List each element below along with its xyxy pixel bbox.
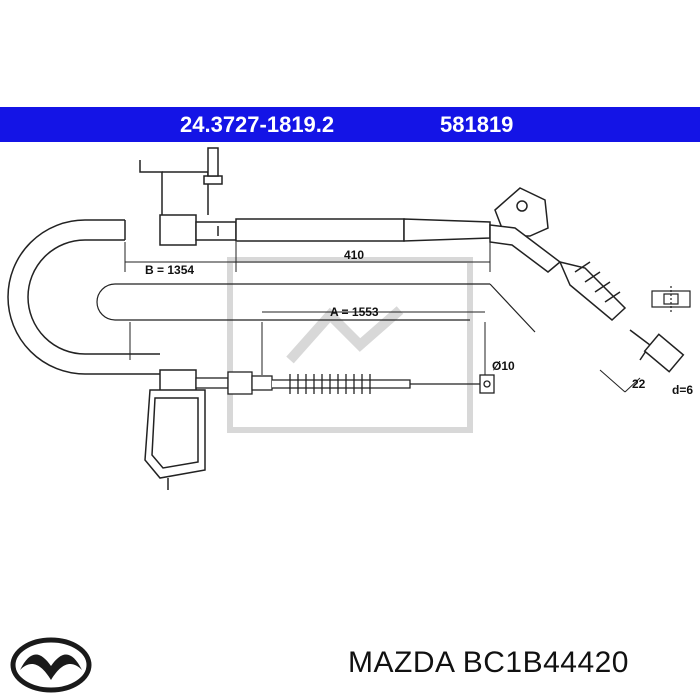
lower-bracket bbox=[144, 369, 206, 490]
dimension-22: 22 bbox=[632, 377, 646, 391]
watermark bbox=[227, 257, 473, 433]
mounting-bracket bbox=[139, 147, 223, 215]
inner-cable bbox=[96, 283, 536, 333]
brand-line: MAZDA BC1B44420 bbox=[348, 646, 629, 680]
right-end-fitting bbox=[489, 187, 685, 373]
dimension-diameter: Ø10 bbox=[492, 359, 515, 373]
reference-number: 581819 bbox=[440, 112, 514, 137]
mazda-logo-icon bbox=[10, 637, 92, 693]
upper-tube bbox=[159, 214, 491, 246]
dimension-410: 410 bbox=[344, 248, 364, 262]
cable-sheath bbox=[7, 219, 160, 375]
cable-drawing: B = 1354 410 A = 1553 Ø10 22 d=6 bbox=[7, 147, 693, 490]
dimension-lines bbox=[124, 242, 641, 393]
part-code: 24.3727-1819.2 bbox=[180, 112, 335, 137]
brand-name: MAZDA bbox=[348, 646, 454, 679]
lower-adjuster bbox=[195, 371, 495, 395]
dimension-a: A = 1553 bbox=[330, 305, 379, 319]
title-band: 24.3727-1819.2 581819 bbox=[0, 107, 700, 142]
dimension-b: B = 1354 bbox=[145, 263, 194, 277]
fitting-detail bbox=[651, 286, 691, 312]
part-number: BC1B44420 bbox=[462, 646, 629, 679]
dimension-d: d=6 bbox=[672, 383, 693, 397]
